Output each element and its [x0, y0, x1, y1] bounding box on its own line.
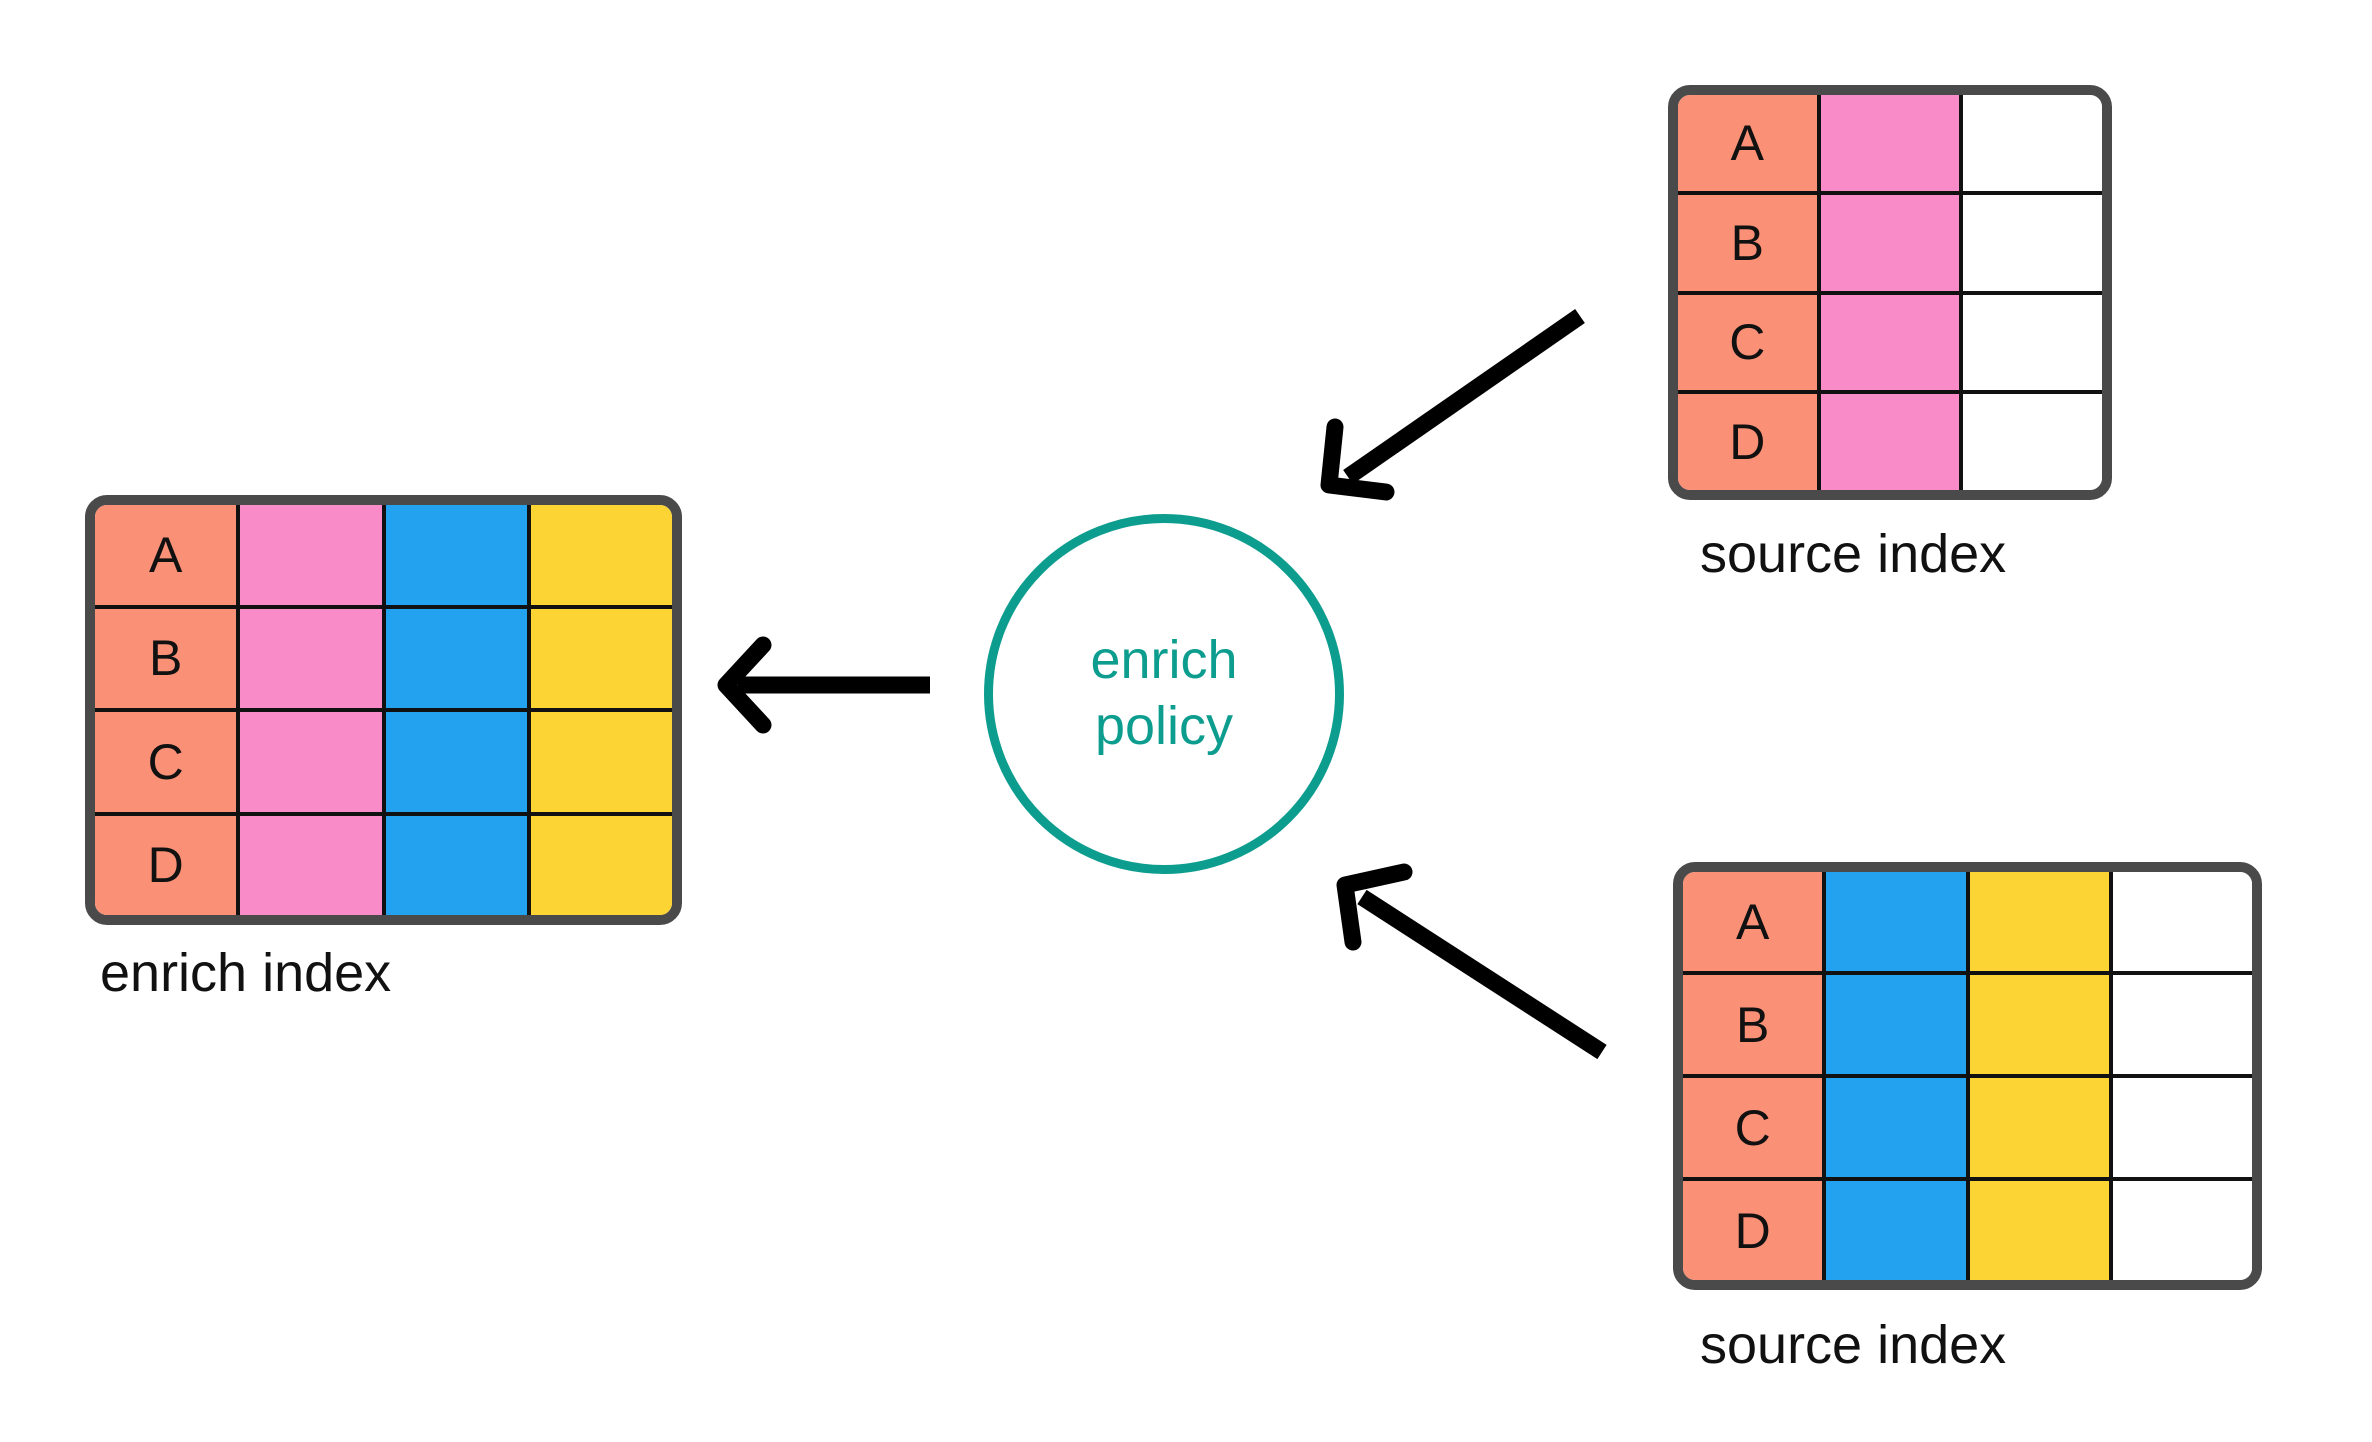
source-top-cell-d-col3: [1963, 394, 2102, 490]
table-row: D: [1683, 1181, 2252, 1280]
enrich-cell-c-col2: [240, 712, 386, 812]
source-index-top-caption: source index: [1700, 524, 2007, 584]
table-row: B: [1678, 194, 2102, 295]
source-bottom-cell-a-col2: [1826, 872, 1970, 971]
enrich-cell-a-key: A: [95, 505, 241, 605]
source-bottom-cell-b-key: B: [1683, 975, 1827, 1074]
enrich-index-table: A B C D: [85, 495, 682, 925]
table-row: C: [1678, 294, 2102, 395]
source-bottom-cell-d-key: D: [1683, 1181, 1827, 1280]
arrow-source-bottom-to-policy: [1336, 863, 1607, 1060]
enrich-cell-d-col4: [530, 815, 672, 915]
enrich-cell-b-key: B: [95, 608, 241, 708]
table-row: B: [95, 608, 672, 712]
source-top-cell-d-key: D: [1678, 394, 1821, 490]
source-top-cell-a-col3: [1963, 95, 2102, 191]
enrich-cell-a-col4: [530, 505, 672, 605]
source-bottom-cell-c-col4: [2112, 1078, 2252, 1177]
enrich-cell-d-col3: [385, 815, 531, 915]
enrich-cell-b-col2: [240, 608, 386, 708]
enrich-cell-a-col2: [240, 505, 386, 605]
enrich-index-caption: enrich index: [100, 943, 392, 1003]
source-bottom-cell-b-col4: [2112, 975, 2252, 1074]
enrich-cell-c-key: C: [95, 712, 241, 812]
source-index-bottom-table: A B C D: [1673, 862, 2262, 1290]
arrow-source-top-to-policy: [1320, 309, 1585, 501]
table-row: C: [1683, 1078, 2252, 1181]
source-bottom-cell-b-col3: [1969, 975, 2113, 1074]
source-top-cell-d-col2: [1820, 394, 1964, 490]
source-top-cell-a-key: A: [1678, 95, 1821, 191]
table-row: C: [95, 712, 672, 816]
enrich-cell-b-col4: [530, 608, 672, 708]
source-bottom-cell-a-col3: [1969, 872, 2113, 971]
source-top-cell-b-key: B: [1678, 194, 1821, 291]
source-top-cell-c-key: C: [1678, 294, 1821, 391]
source-index-top-table: A B C D: [1668, 85, 2112, 500]
source-bottom-cell-c-col3: [1969, 1078, 2113, 1177]
enrich-cell-a-col3: [385, 505, 531, 605]
source-bottom-cell-d-col4: [2112, 1181, 2252, 1280]
table-row: A: [1683, 872, 2252, 975]
enrich-cell-c-col3: [385, 712, 531, 812]
policy-label-line1: enrich: [1090, 630, 1238, 691]
table-row: B: [1683, 975, 2252, 1078]
enrich-cell-d-key: D: [95, 815, 241, 915]
enrich-cell-b-col3: [385, 608, 531, 708]
enrich-cell-d-col2: [240, 815, 386, 915]
source-bottom-cell-b-col2: [1826, 975, 1970, 1074]
enrich-policy-node: enrich policy: [984, 514, 1344, 874]
source-bottom-cell-c-col2: [1826, 1078, 1970, 1177]
source-top-cell-b-col2: [1820, 194, 1964, 291]
arrow-policy-to-enrich-index: [717, 636, 930, 734]
table-row: D: [95, 815, 672, 915]
source-bottom-cell-d-col3: [1969, 1181, 2113, 1280]
table-row: A: [1678, 95, 2102, 195]
source-bottom-cell-a-key: A: [1683, 872, 1827, 971]
source-top-cell-a-col2: [1820, 95, 1964, 191]
source-top-cell-c-col3: [1963, 294, 2102, 391]
policy-label-line2: policy: [1094, 696, 1234, 756]
source-bottom-cell-d-col2: [1826, 1181, 1970, 1280]
enrich-cell-c-col4: [530, 712, 672, 812]
source-bottom-cell-c-key: C: [1683, 1078, 1827, 1177]
source-top-cell-b-col3: [1963, 194, 2102, 291]
source-bottom-cell-a-col4: [2112, 872, 2252, 971]
source-index-bottom-caption: source index: [1700, 1315, 2007, 1375]
table-row: A: [95, 505, 672, 609]
table-row: D: [1678, 394, 2102, 490]
source-top-cell-c-col2: [1820, 294, 1964, 391]
